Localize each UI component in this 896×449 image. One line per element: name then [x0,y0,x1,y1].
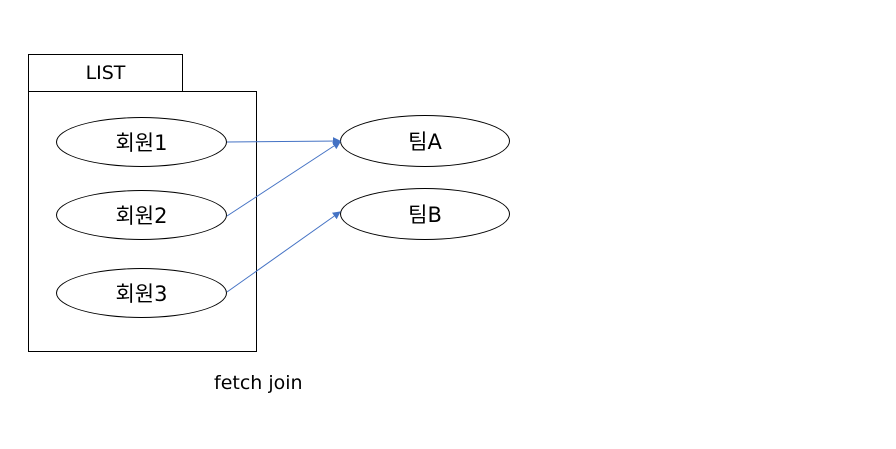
team-node-b: 팀B [340,188,510,240]
member-node-3: 회원3 [56,268,227,318]
member-node-2: 회원2 [56,190,227,240]
list-tab-label: LIST [28,54,183,92]
team-node-a: 팀A [340,115,510,167]
member-node-1: 회원1 [56,117,227,167]
caption-text: fetch join [214,372,303,394]
